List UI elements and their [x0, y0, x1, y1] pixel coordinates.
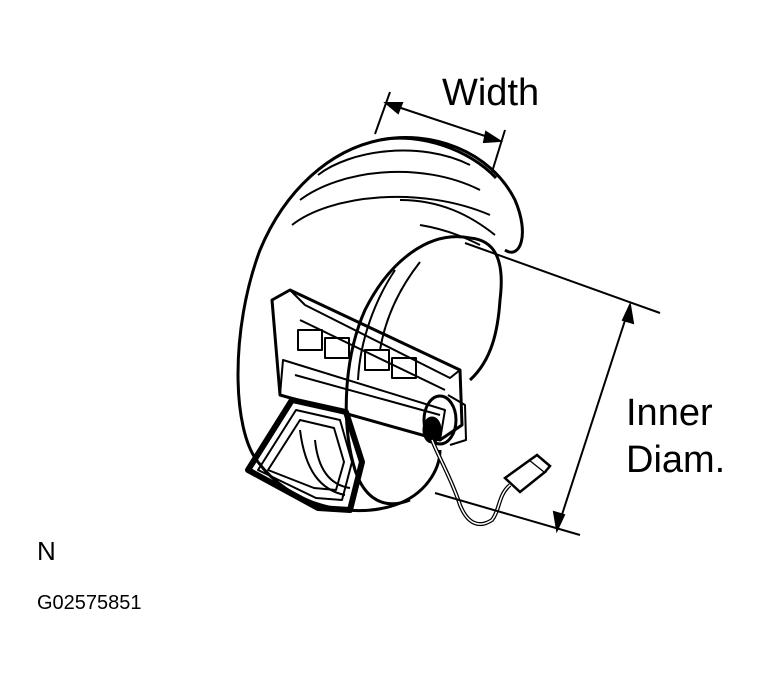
- tread-groove: [317, 149, 471, 176]
- tread-groove: [419, 224, 481, 246]
- sidewall-line: [299, 429, 346, 496]
- width-extension-line-left: [374, 91, 391, 135]
- inflator-flange: [447, 394, 467, 446]
- handle-loop: [245, 397, 365, 513]
- tire-bottom-edge: [256, 449, 442, 513]
- module-front-face: [279, 359, 446, 441]
- diameter-arrowhead-bottom: [552, 510, 566, 534]
- inner-diameter-dimension: [434, 242, 661, 536]
- connector: [503, 453, 552, 494]
- inflator-cylinder: [422, 394, 458, 446]
- diameter-arrowhead-top: [621, 301, 635, 325]
- width-arrowhead-right: [482, 130, 504, 144]
- width-extension-line-right: [491, 129, 506, 173]
- module-rib: [299, 319, 446, 391]
- tire-tread-right-edge: [379, 136, 524, 254]
- module-top-face: [289, 289, 461, 379]
- width-dimension-line: [385, 102, 501, 142]
- airbag-module: [270, 288, 467, 446]
- tire: [236, 136, 524, 513]
- module-bracket: [364, 349, 390, 371]
- tire-inner-rim: [468, 236, 503, 382]
- diameter-extension-line-top: [464, 242, 661, 314]
- diam-label: Diam.: [626, 439, 725, 481]
- width-arrowhead-left: [383, 102, 404, 115]
- tread-groove: [299, 170, 481, 201]
- inflator-cap: [422, 416, 442, 444]
- figure-code: G02575851: [37, 592, 142, 614]
- sidewall-line: [379, 261, 421, 351]
- tread-groove: [291, 195, 491, 226]
- corner-letter: N: [37, 536, 56, 566]
- module-bracket: [297, 329, 323, 351]
- tire-outer-edge: [236, 136, 498, 463]
- width-dimension: [374, 91, 506, 173]
- sidewall-line: [357, 269, 396, 381]
- tire-inner-bead: [344, 235, 471, 506]
- diameter-dimension-line: [556, 304, 631, 531]
- tread-groove: [399, 199, 496, 236]
- wire-harness: [430, 439, 512, 527]
- module-rib: [294, 374, 441, 416]
- module-bracket: [391, 357, 417, 379]
- width-label: Width: [442, 72, 539, 114]
- inner-label: Inner: [626, 392, 713, 434]
